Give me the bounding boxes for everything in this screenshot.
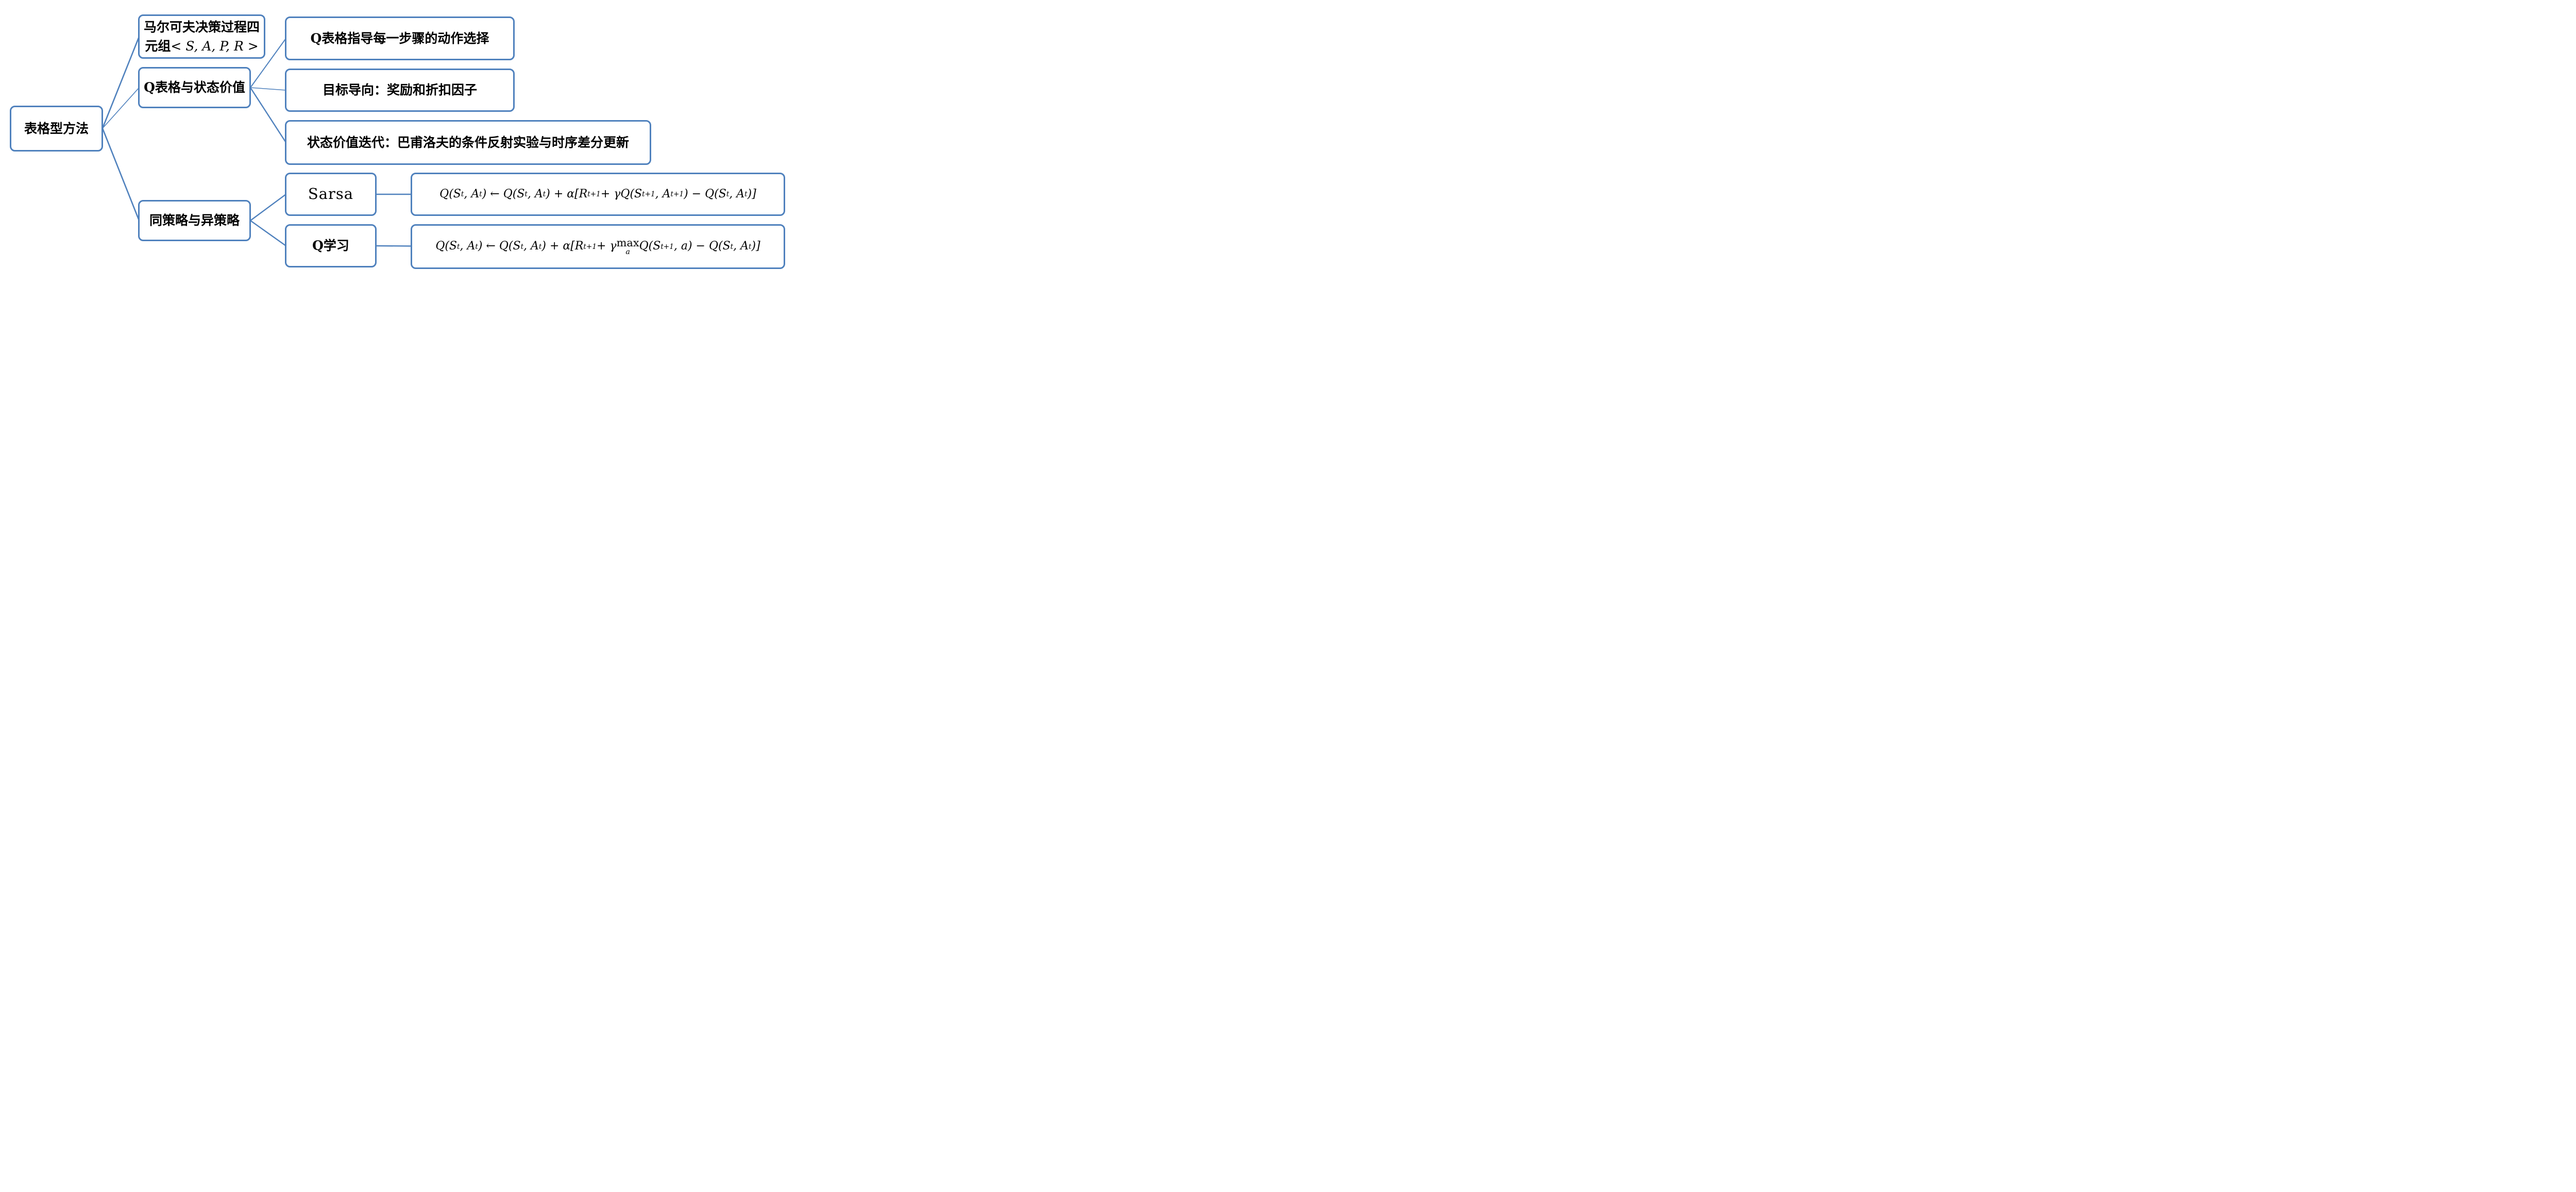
node-sarsa: Sarsa xyxy=(285,173,377,216)
edge-qtable-statevalue xyxy=(249,87,287,143)
node-label-chinese: 马尔可夫决策过程四元组 xyxy=(143,19,260,54)
edge-qtable-goal xyxy=(250,87,286,91)
edge-root-policy xyxy=(101,127,140,222)
node-q-table-action-selection: Q表格指导每一步骤的动作选择 xyxy=(285,16,515,60)
node-label: 同策略与异策略 xyxy=(149,213,240,228)
node-label: 目标导向：奖励和折扣因子 xyxy=(322,82,477,98)
edge-policy-qlearning xyxy=(249,220,287,247)
mindmap-canvas: 表格型方法 马尔可夫决策过程四元组< S, A, P, R > Q表格与状态价值… xyxy=(0,0,805,298)
edge-root-mdp xyxy=(101,36,140,129)
node-tabular-methods: 表格型方法 xyxy=(10,106,103,152)
node-label: 状态价值迭代：巴甫洛夫的条件反射实验与时序差分更新 xyxy=(307,135,629,150)
node-on-policy-off-policy: 同策略与异策略 xyxy=(138,200,251,241)
node-state-value-iteration: 状态价值迭代：巴甫洛夫的条件反射实验与时序差分更新 xyxy=(285,120,651,165)
edge-policy-sarsa xyxy=(249,193,287,222)
connector-lines xyxy=(101,36,413,247)
node-label: 马尔可夫决策过程四元组< S, A, P, R > xyxy=(142,18,262,56)
edge-qtable-action xyxy=(250,38,286,88)
node-label: Q表格指导每一步骤的动作选择 xyxy=(310,30,489,46)
node-goal-oriented: 目标导向：奖励和折扣因子 xyxy=(285,69,515,112)
node-label: Q表格与状态价值 xyxy=(144,80,245,95)
node-mdp-tuple: 马尔可夫决策过程四元组< S, A, P, R > xyxy=(138,14,265,59)
edge-root-qtable xyxy=(102,87,140,129)
node-label: 表格型方法 xyxy=(24,121,89,136)
node-q-table-state-value: Q表格与状态价值 xyxy=(138,67,251,108)
node-label: Q学习 xyxy=(312,238,349,254)
node-label: Sarsa xyxy=(308,185,354,203)
node-q-learning: Q学习 xyxy=(285,224,377,267)
node-label-math: < S, A, P, R > xyxy=(171,39,259,54)
